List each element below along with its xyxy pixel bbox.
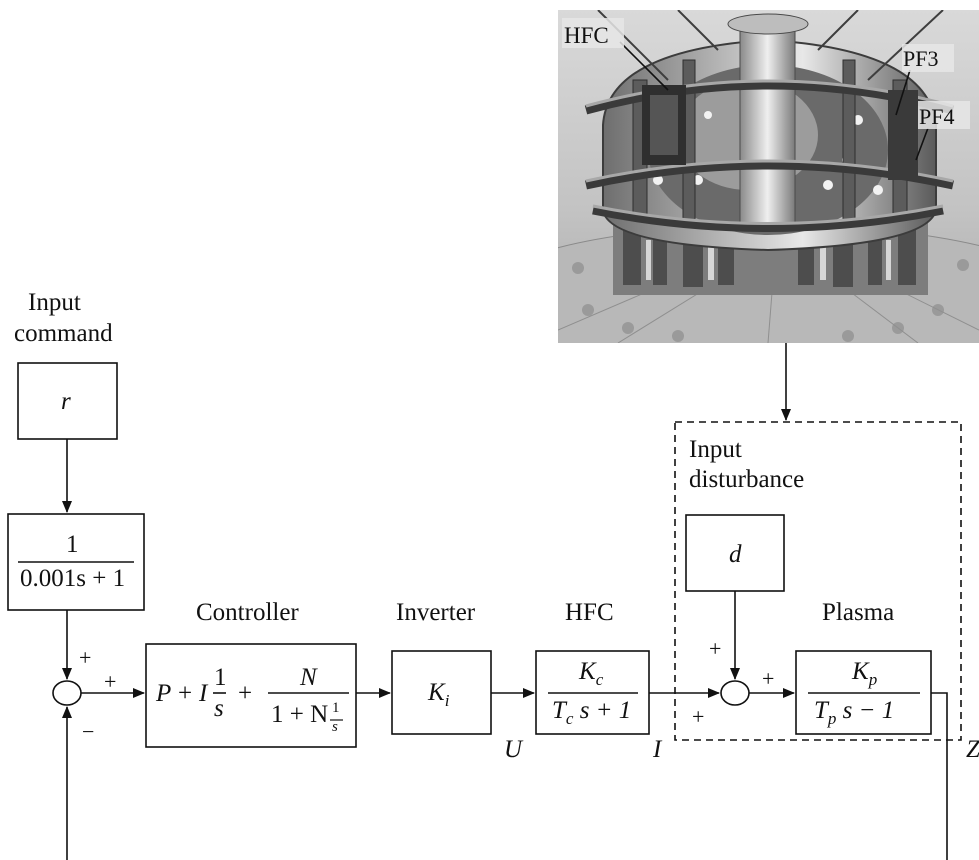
- summing-junction-2: [721, 681, 749, 705]
- controller-frac-one: 1: [332, 700, 340, 716]
- output-z: Z: [966, 736, 979, 764]
- controller-den-prefix: 1 + N: [271, 701, 328, 729]
- controller-s: s: [214, 695, 224, 723]
- summer1-plus-left: +: [104, 668, 116, 696]
- summer1-minus: −: [82, 718, 94, 746]
- hfc-denominator: Tc s + 1: [552, 697, 631, 733]
- controller-i: I: [199, 680, 207, 708]
- plasma-denominator: Tp s − 1: [814, 697, 894, 733]
- controller-title: Controller: [196, 599, 299, 627]
- hfc-numerator: Kc: [579, 658, 603, 694]
- disturbance-label-line1: Input: [689, 436, 742, 464]
- summer2-plus-right: +: [762, 665, 774, 693]
- output-line: [931, 693, 947, 860]
- input-command-label-line2: command: [14, 320, 113, 348]
- plasma-numerator: Kp: [852, 658, 877, 694]
- signal-i: I: [653, 736, 661, 764]
- disturbance-label-line2: disturbance: [689, 466, 804, 494]
- controller-one: 1: [214, 664, 227, 692]
- hfc-title: HFC: [565, 599, 614, 627]
- controller-plus1: +: [178, 680, 192, 708]
- prefilter-numerator: 1: [66, 531, 79, 559]
- controller-p: P: [156, 680, 171, 708]
- inverter-title: Inverter: [396, 599, 475, 627]
- summer1-plus-top: +: [79, 644, 91, 672]
- controller-plus2: +: [238, 680, 252, 708]
- input-command-label-line1: Input: [28, 289, 81, 317]
- signal-u: U: [504, 736, 522, 764]
- controller-frac-s: s: [332, 719, 338, 735]
- disturbance-symbol: d: [729, 541, 742, 569]
- input-command-symbol: r: [61, 388, 71, 416]
- inverter-gain: Ki: [428, 679, 449, 715]
- prefilter-denominator: 0.001s + 1: [20, 565, 125, 593]
- controller-n: N: [300, 664, 317, 692]
- summing-junction-1: [53, 681, 81, 705]
- summer2-plus-bottom: +: [692, 703, 704, 731]
- summer2-plus-top: +: [709, 635, 721, 663]
- plasma-title: Plasma: [822, 599, 894, 627]
